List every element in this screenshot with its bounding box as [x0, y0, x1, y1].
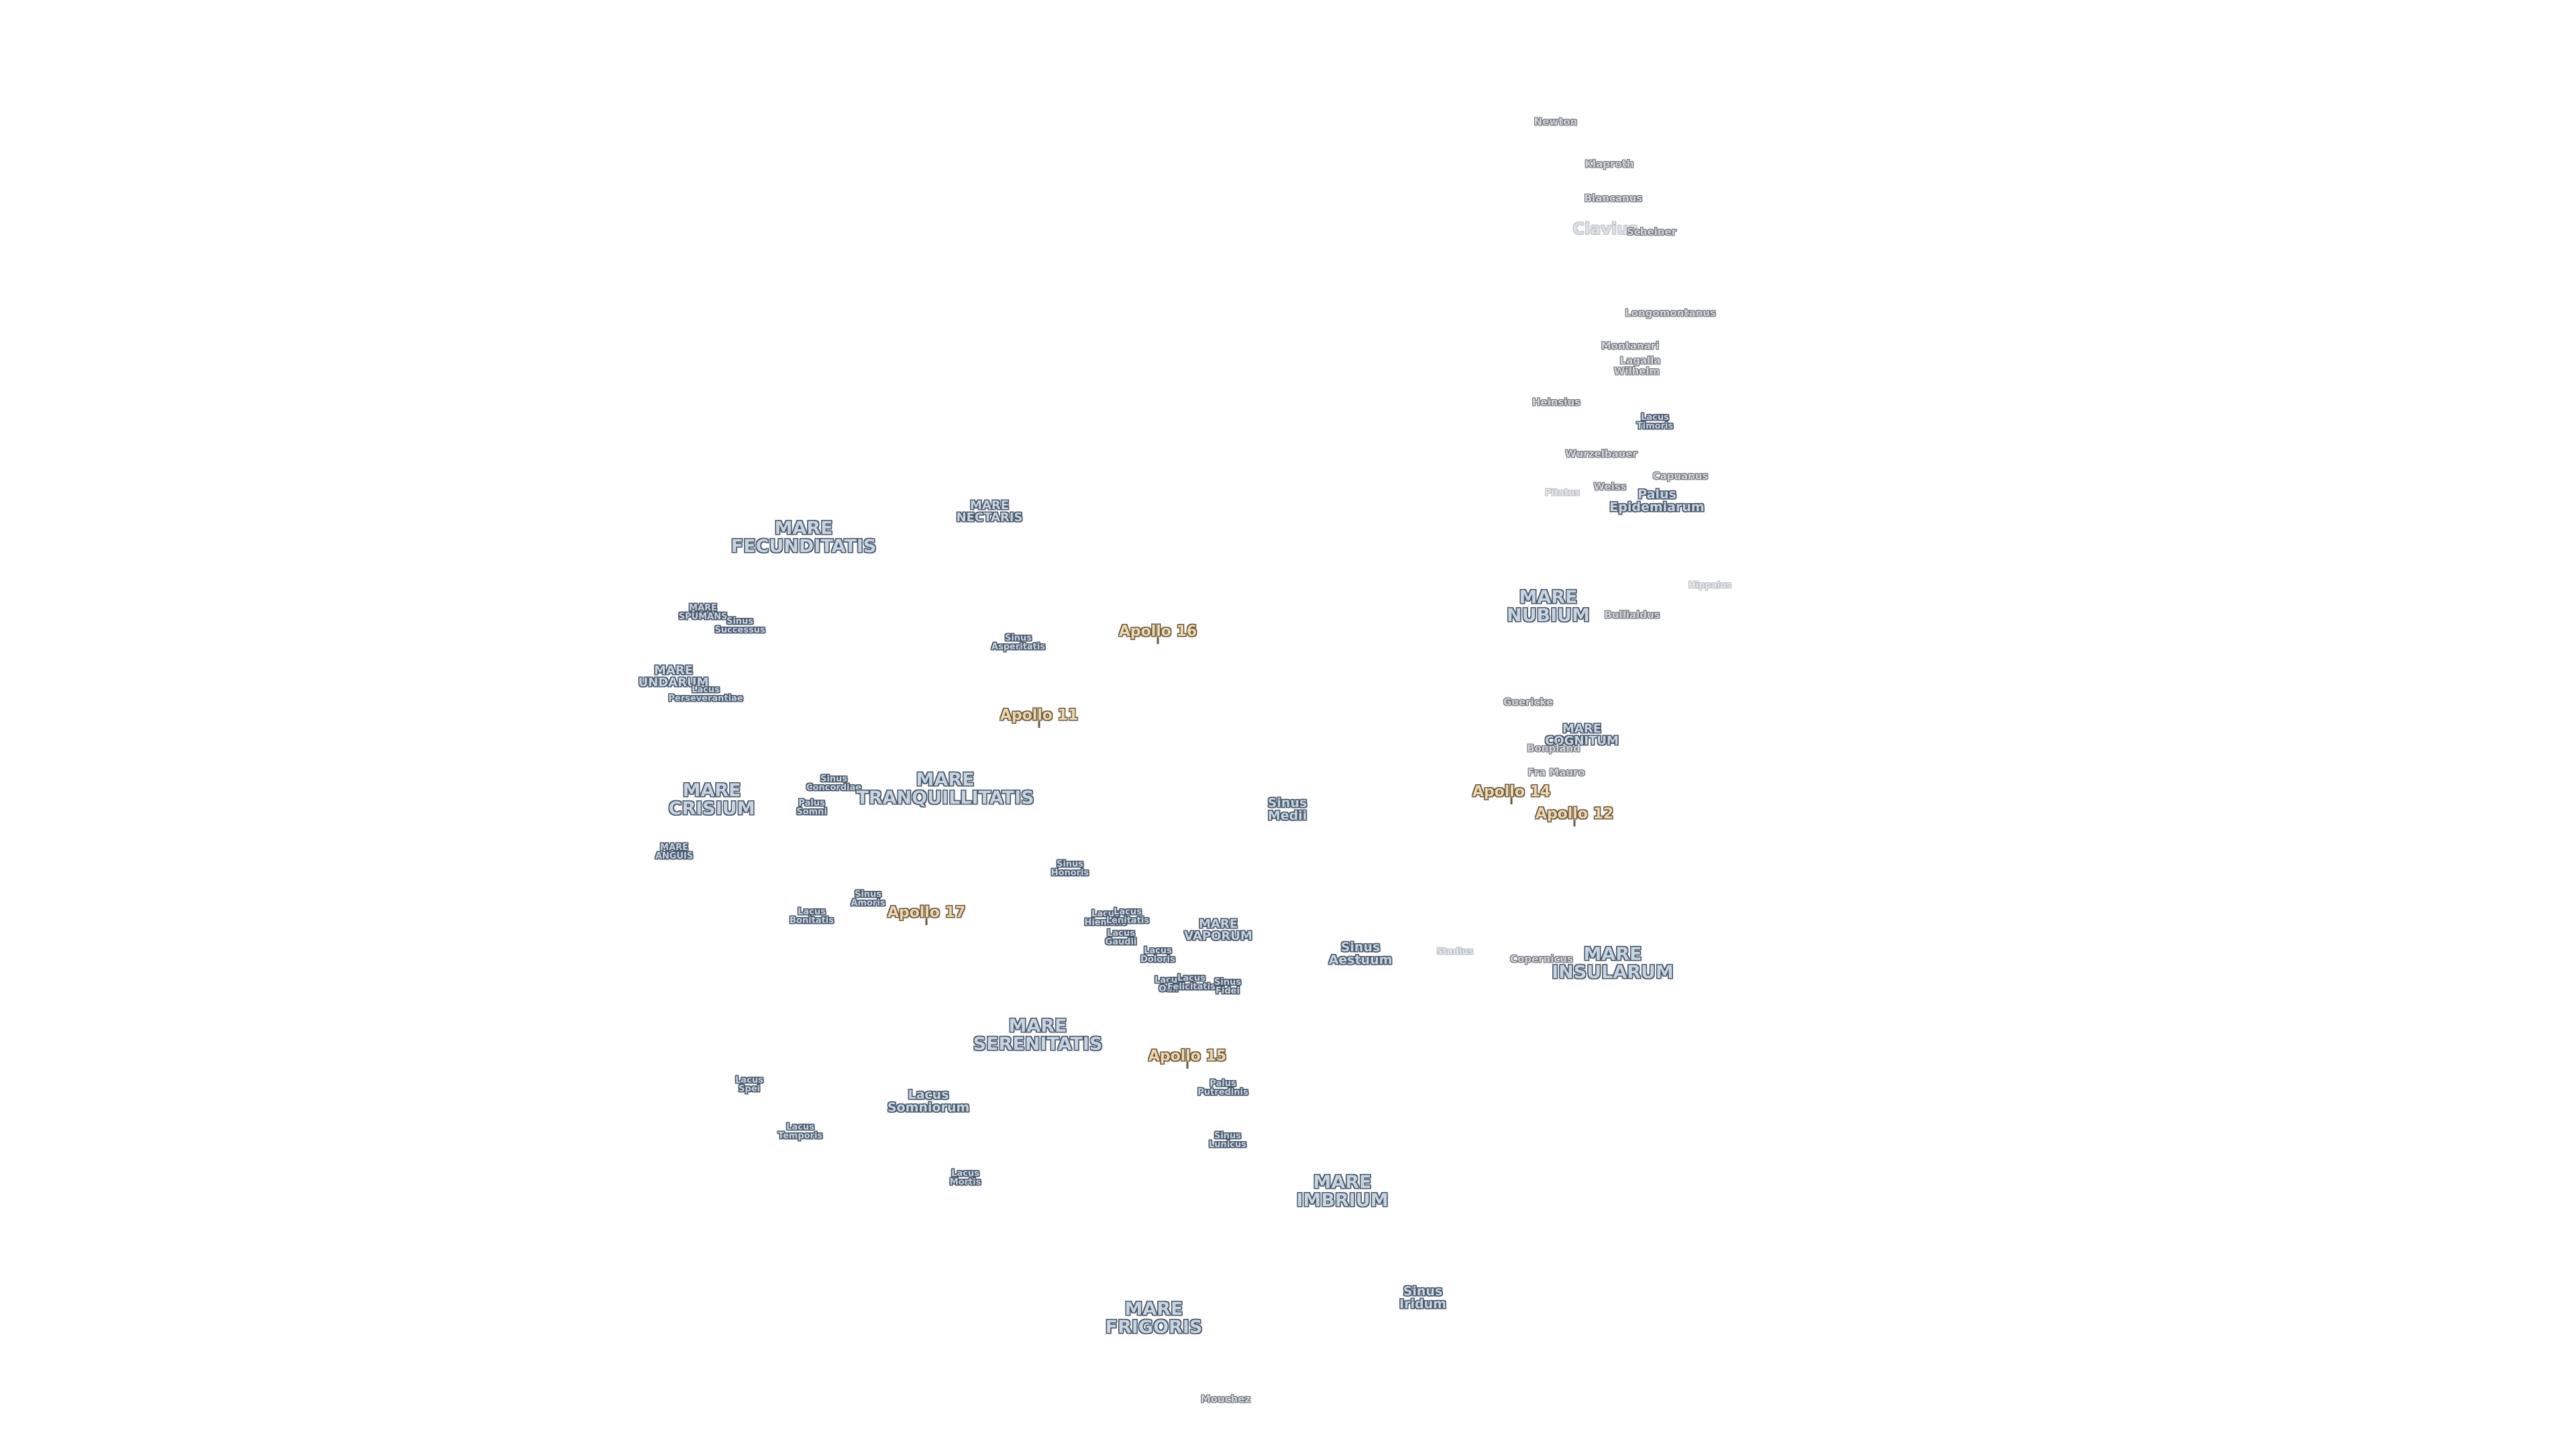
- map-label-palus-putredinis[interactable]: Palus Putredinis: [1197, 1079, 1248, 1097]
- map-label-mare-insularum[interactable]: MARE INSULARUM: [1552, 944, 1674, 983]
- map-label-palus-somni[interactable]: Palus Somni: [796, 798, 827, 817]
- map-label-apollo-17[interactable]: Apollo 17: [887, 904, 966, 921]
- map-label-montanari[interactable]: Montanari: [1601, 339, 1660, 352]
- landing-site-marker: [925, 918, 928, 925]
- map-label-apollo-12[interactable]: Apollo 12: [1535, 806, 1614, 822]
- map-label-lacus-lenitatis[interactable]: Lacus Lenitatis: [1106, 907, 1150, 926]
- map-label-sinus-asperitatis[interactable]: Sinus Asperitatis: [991, 633, 1046, 652]
- map-label-weiss[interactable]: Weiss: [1593, 480, 1627, 493]
- map-label-mare-tranquillitatis[interactable]: MARE TRANQUILLITATIS: [856, 769, 1034, 808]
- map-label-mare-nectaris[interactable]: MARE NECTARIS: [956, 498, 1023, 525]
- map-label-wurzelbauer[interactable]: Wurzelbauer: [1565, 447, 1638, 460]
- map-label-bullialdus[interactable]: Bullialdus: [1604, 608, 1660, 621]
- map-label-sinus-medii[interactable]: Sinus Medii: [1267, 796, 1307, 823]
- map-label-wilhelm[interactable]: Wilhelm: [1613, 365, 1660, 378]
- map-label-mare-anguis[interactable]: MARE ANGUIS: [655, 843, 694, 861]
- map-label-sinus-iridum[interactable]: Sinus Iridum: [1399, 1284, 1446, 1311]
- map-label-lacus-spei[interactable]: Lacus Spei: [735, 1075, 763, 1094]
- map-label-apollo-16[interactable]: Apollo 16: [1118, 623, 1197, 640]
- map-label-lacus-hiemalis[interactable]: Lacus Hiemalis: [1084, 909, 1127, 928]
- map-label-klaproth[interactable]: Klaproth: [1585, 158, 1634, 170]
- map-label-apollo-14[interactable]: Apollo 14: [1472, 784, 1551, 800]
- map-label-mare-cognitum[interactable]: MARE COGNITUM: [1545, 722, 1619, 748]
- landing-site-marker: [1186, 1062, 1189, 1069]
- map-label-fra-mauro[interactable]: Fra Mauro: [1527, 766, 1585, 779]
- map-label-sinus-lunicus[interactable]: Sinus Lunicus: [1209, 1131, 1246, 1150]
- map-label-mare-spumans[interactable]: MARE SPUMANS: [678, 603, 728, 622]
- map-label-mare-imbrium[interactable]: MARE IMBRIUM: [1296, 1172, 1389, 1211]
- map-label-blancanus[interactable]: Blancanus: [1584, 192, 1643, 205]
- map-label-lacus-bonitatis[interactable]: Lacus Bonitatis: [790, 907, 834, 926]
- map-label-capuanus[interactable]: Capuanus: [1652, 470, 1709, 482]
- map-label-lacus-perseverantiae[interactable]: Lacus Perseverantiae: [668, 685, 743, 704]
- map-label-lagalla[interactable]: Lagalla: [1619, 354, 1661, 367]
- map-label-longomontanus[interactable]: Longomontanus: [1625, 307, 1716, 319]
- map-label-mare-undarum[interactable]: MARE UNDARUM: [638, 663, 709, 690]
- map-label-lacus-timoris[interactable]: Lacus Timoris: [1636, 413, 1674, 431]
- landing-site-marker: [1573, 820, 1576, 826]
- map-label-sinus-amoris[interactable]: Sinus Amoris: [851, 890, 885, 908]
- map-label-lacus-temporis[interactable]: Lacus Temporis: [777, 1122, 823, 1141]
- map-label-apollo-15[interactable]: Apollo 15: [1148, 1048, 1227, 1065]
- map-label-heinsius[interactable]: Heinsius: [1532, 396, 1581, 409]
- map-label-newton[interactable]: Newton: [1534, 115, 1578, 128]
- map-label-sinus-aestuum[interactable]: Sinus Aestuum: [1328, 940, 1393, 967]
- map-label-lacus-somniorum[interactable]: Lacus Somniorum: [887, 1087, 970, 1115]
- map-label-apollo-11[interactable]: Apollo 11: [1000, 707, 1079, 724]
- map-label-clavius[interactable]: Clavius: [1572, 219, 1638, 238]
- map-label-mare-serenitatis[interactable]: MARE SERENITATIS: [973, 1016, 1103, 1055]
- map-label-lacus-mortis[interactable]: Lacus Mortis: [949, 1169, 981, 1187]
- map-label-mare-crisium[interactable]: MARE CRISIUM: [668, 780, 755, 819]
- map-label-lacus-felicitatis[interactable]: Lacus Felicitatis: [1167, 973, 1216, 992]
- map-label-sinus-fidei[interactable]: Sinus Fidei: [1214, 977, 1242, 996]
- map-label-sinus-successus[interactable]: Sinus Successus: [714, 616, 765, 635]
- map-label-scheiner[interactable]: Scheiner: [1627, 225, 1676, 238]
- map-label-sinus-concordiae[interactable]: Sinus Concordiae: [806, 774, 862, 793]
- map-label-palus-epidemiarum[interactable]: Palus Epidemiarum: [1609, 487, 1705, 515]
- landing-site-marker: [1157, 637, 1159, 644]
- map-label-lacus-gaudii[interactable]: Lacus Gaudii: [1105, 928, 1137, 947]
- map-label-mare-nubium[interactable]: MARE NUBIUM: [1507, 587, 1590, 626]
- map-label-mare-fecunditatis[interactable]: MARE FECUNDITATIS: [731, 518, 877, 557]
- landing-site-marker: [1038, 721, 1040, 728]
- map-label-mare-vaporum[interactable]: MARE VAPORUM: [1184, 917, 1252, 943]
- map-label-stadius[interactable]: Stadius: [1436, 947, 1474, 957]
- map-label-lacus-odii[interactable]: Lacus Odii: [1155, 975, 1183, 994]
- map-label-mouchez[interactable]: Mouchez: [1200, 1393, 1251, 1405]
- map-label-guericke[interactable]: Guericke: [1503, 696, 1554, 708]
- map-label-pitatus[interactable]: Pitatus: [1544, 488, 1580, 498]
- map-label-lacus-doloris[interactable]: Lacus Doloris: [1140, 946, 1175, 965]
- map-label-sinus-honoris[interactable]: Sinus Honoris: [1051, 859, 1089, 878]
- map-label-mare-frigoris[interactable]: MARE FRIGORIS: [1105, 1299, 1203, 1338]
- map-label-hippalus[interactable]: Hippalus: [1688, 580, 1732, 591]
- map-label-bonpland[interactable]: Bonpland: [1527, 742, 1580, 755]
- map-label-copernicus[interactable]: Copernicus: [1510, 953, 1573, 965]
- landing-site-marker: [1510, 798, 1513, 804]
